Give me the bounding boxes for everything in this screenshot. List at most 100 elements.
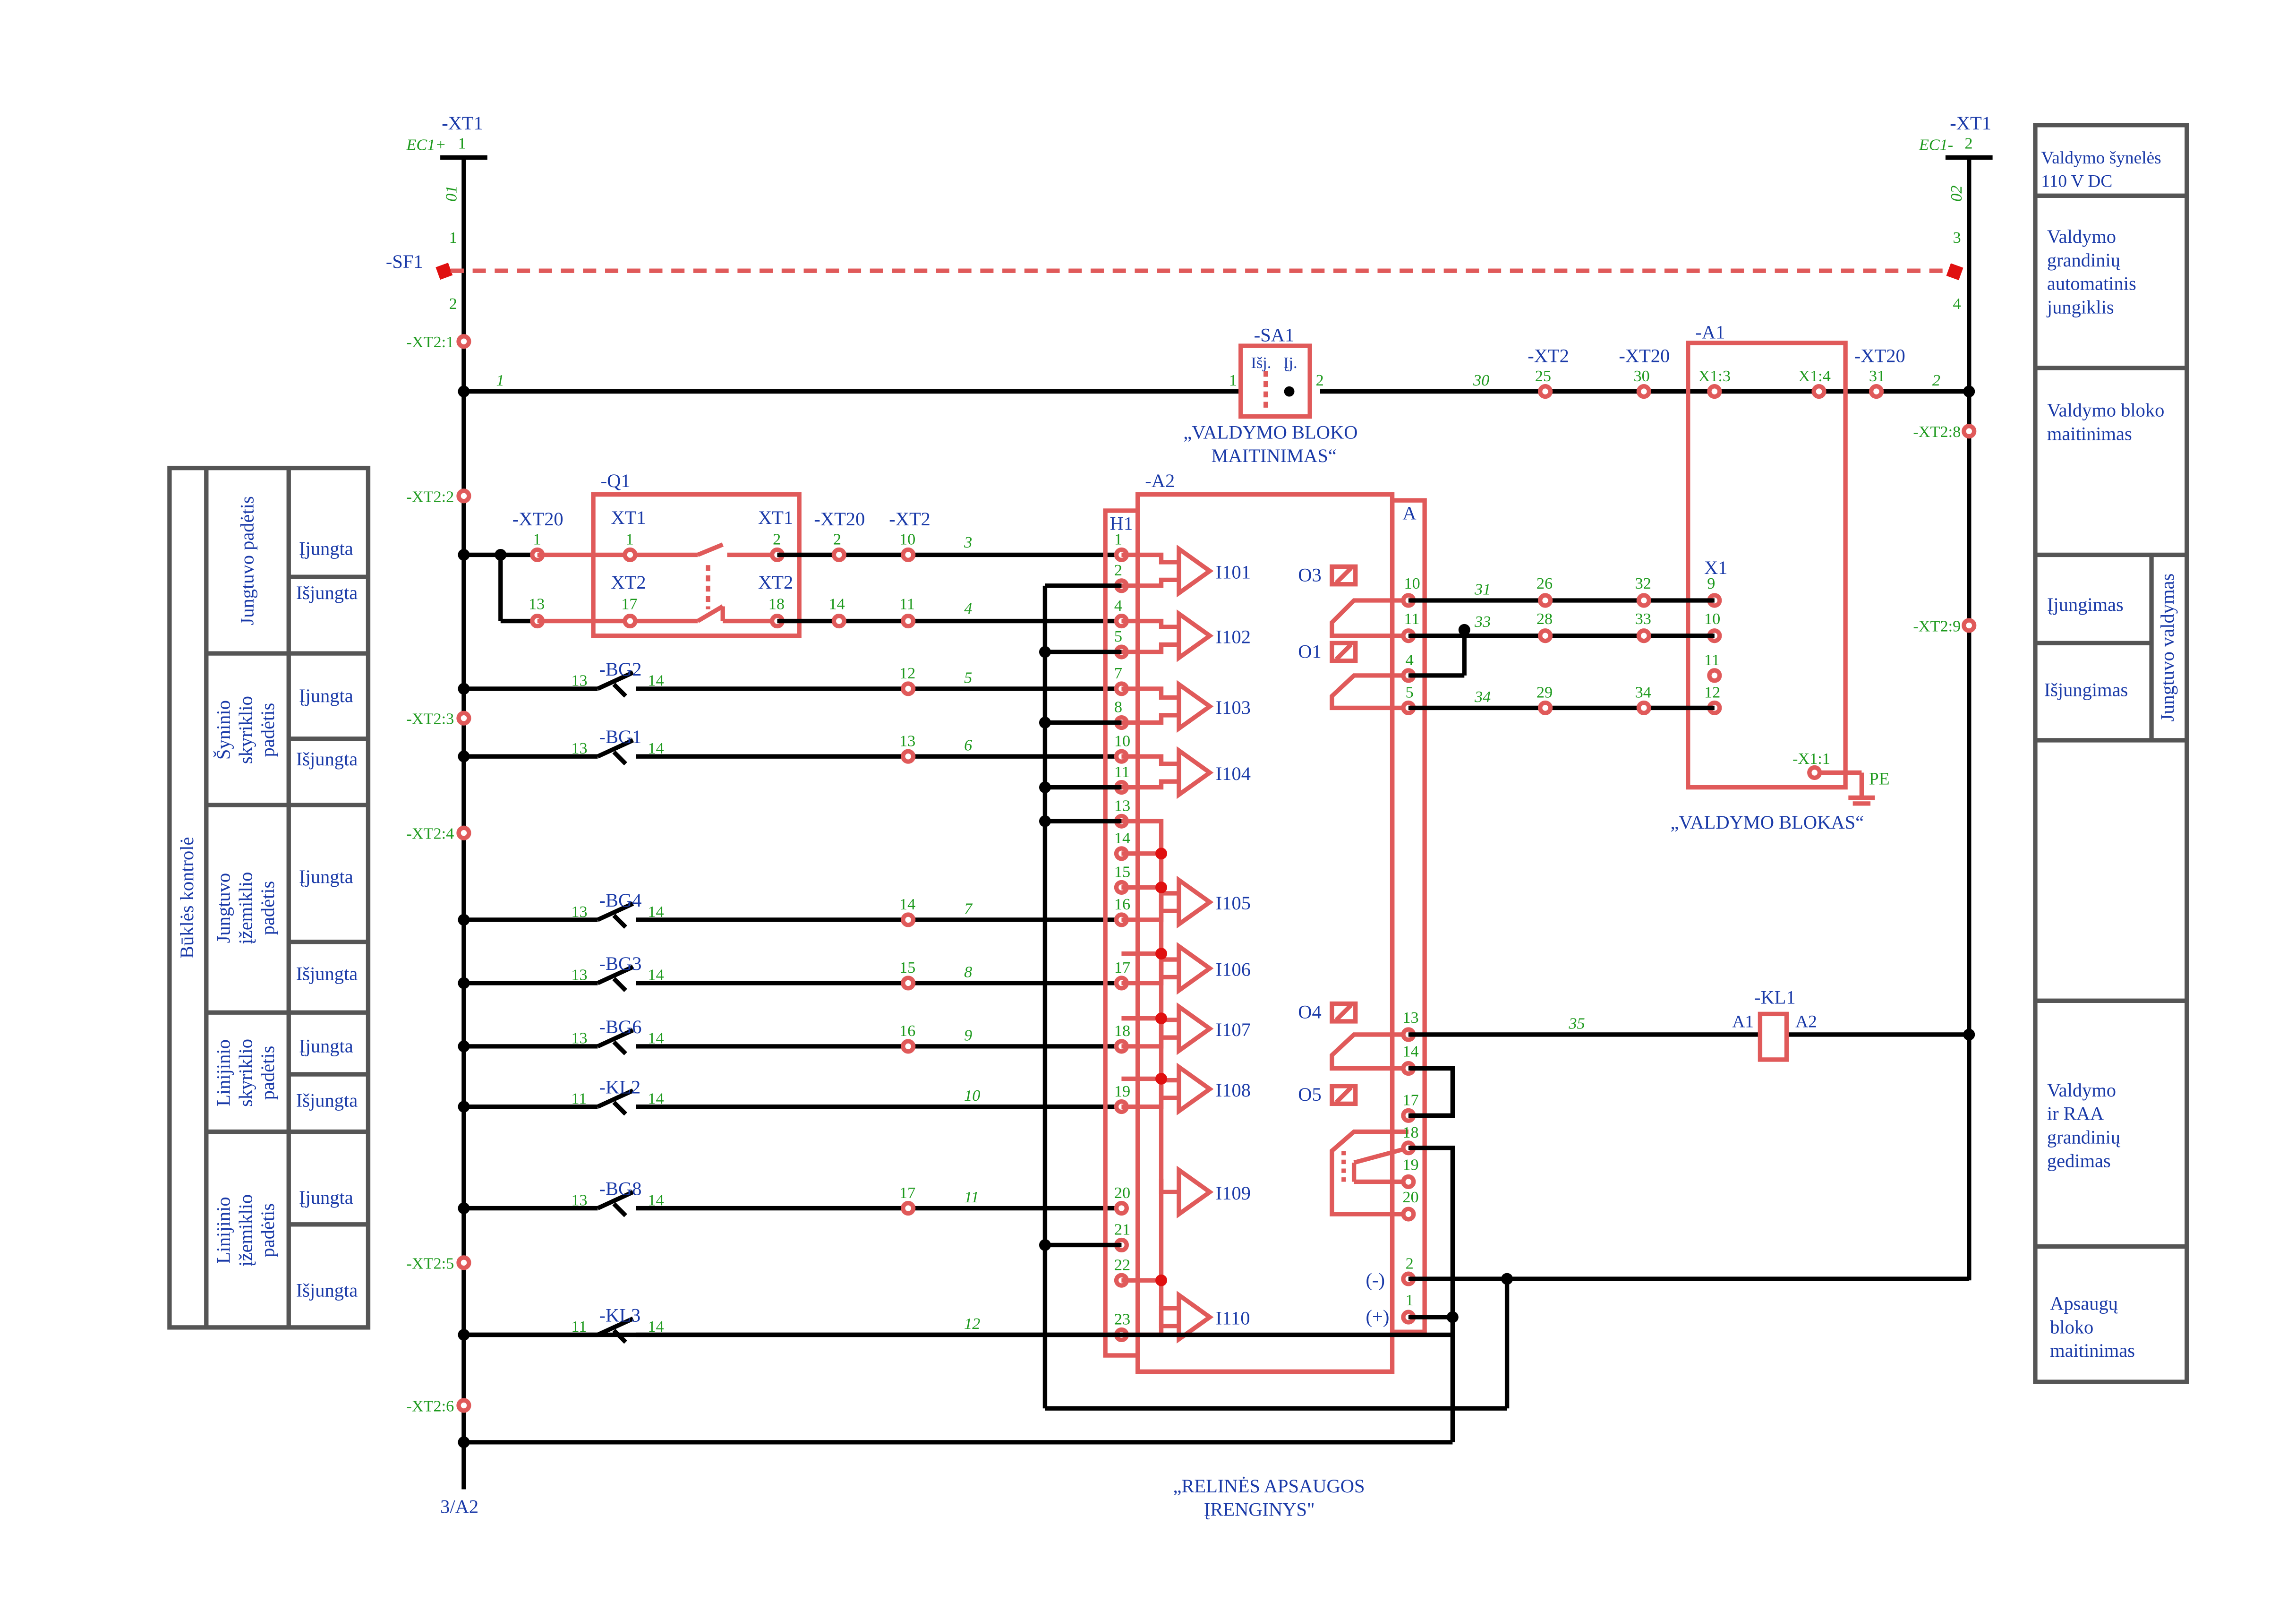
- contact-blade: [597, 1316, 634, 1337]
- svg-text:10: 10: [1704, 610, 1720, 628]
- terminal-circle: [901, 1200, 916, 1216]
- svg-text:O4: O4: [1298, 1002, 1321, 1023]
- svg-text:Apsaugų: Apsaugų: [2050, 1293, 2118, 1314]
- xt2-4-label: -XT2:4: [406, 825, 454, 843]
- contact-pin-b: 14: [648, 966, 664, 984]
- input-label: I108: [1216, 1079, 1251, 1101]
- wire-number: 8: [964, 963, 972, 981]
- q1-label: -Q1: [601, 470, 631, 491]
- svg-text:11: 11: [1404, 610, 1420, 628]
- sf1-pin2: 2: [449, 295, 457, 313]
- a1-caption: „VALDYMO BLOKAS“: [1670, 812, 1864, 833]
- rail-junction-dot: [458, 1040, 470, 1053]
- svg-text:3: 3: [964, 533, 972, 551]
- sf1-pin1: 1: [449, 229, 457, 247]
- xt2-2-label: -XT2:2: [406, 488, 454, 505]
- contact-mark: [612, 914, 627, 929]
- sf1-pin3: 3: [1953, 229, 1961, 247]
- svg-text:A1: A1: [1732, 1012, 1754, 1031]
- contact-blade: [597, 965, 634, 985]
- svg-text:2: 2: [1316, 371, 1324, 389]
- svg-text:5: 5: [1406, 684, 1414, 702]
- input-label: I104: [1216, 763, 1251, 784]
- svg-text:XT1: XT1: [611, 507, 646, 528]
- input-i103: I103: [1121, 680, 1251, 733]
- svg-text:-XT20: -XT20: [1619, 345, 1670, 366]
- svg-text:jungiklis: jungiklis: [2046, 297, 2114, 318]
- svg-text:maitinimas: maitinimas: [2050, 1340, 2135, 1361]
- contact-blade: [597, 738, 634, 759]
- svg-text:4: 4: [964, 599, 972, 617]
- input-i101: I101: [1121, 544, 1251, 598]
- terminal-circle: [901, 681, 916, 696]
- svg-text:XT2: XT2: [611, 572, 646, 593]
- svg-text:Valdymo: Valdymo: [2047, 1079, 2116, 1101]
- contact-blade: [597, 1088, 634, 1109]
- input-arrow: [1177, 680, 1214, 733]
- input-lead-b: [1121, 713, 1179, 725]
- terminal-number: 13: [899, 732, 915, 750]
- input-lead-a: [1121, 552, 1179, 565]
- contact-pin-b: 14: [648, 1089, 664, 1107]
- svg-text:O5: O5: [1298, 1084, 1321, 1105]
- input-label: I109: [1216, 1182, 1251, 1204]
- contact-pin-b: 14: [648, 903, 664, 921]
- sf1-right-actuator: [1946, 263, 1963, 281]
- contact-pin-a: 11: [571, 1089, 587, 1107]
- input-lead-a: [1121, 686, 1179, 700]
- input-label: I103: [1216, 697, 1251, 718]
- sa1-caption-2: MAITINIMAS“: [1211, 445, 1336, 466]
- svg-text:Valdymo bloko: Valdymo bloko: [2047, 400, 2165, 421]
- group-line-earthing: Linijinio įžemiklio padėtis: [213, 1194, 278, 1267]
- wire-number: 9: [964, 1026, 972, 1044]
- svg-text:34: 34: [1474, 688, 1491, 706]
- terminal-number: 12: [899, 664, 915, 682]
- rail-junction-dot: [458, 914, 470, 926]
- svg-text:Valdymo: Valdymo: [2047, 226, 2116, 247]
- terminal-circle: [901, 1039, 916, 1054]
- svg-text:Išj.: Išj.: [1251, 354, 1272, 372]
- left-rail: -XT1 1 EC1+ 01 -SF1 1 2: [386, 112, 1952, 1490]
- svg-text:17: 17: [621, 595, 637, 613]
- svg-text:2: 2: [833, 531, 841, 548]
- wire-number: 6: [964, 736, 972, 754]
- svg-text:Įj.: Įj.: [1283, 354, 1297, 372]
- svg-text:(+): (+): [1366, 1306, 1390, 1327]
- contact-label: -BG8: [599, 1178, 642, 1199]
- svg-text:A2: A2: [1795, 1012, 1817, 1031]
- svg-text:10: 10: [1404, 574, 1420, 592]
- input-lead-b: [1121, 779, 1179, 790]
- svg-text:2: 2: [1932, 371, 1940, 389]
- h1-pin-number: 22: [1114, 1256, 1130, 1274]
- svg-text:11: 11: [899, 595, 915, 613]
- contact-pin-a: 13: [571, 966, 587, 984]
- svg-text:33: 33: [1474, 613, 1491, 631]
- svg-text:Išjungta: Išjungta: [296, 1090, 358, 1111]
- contact-mark: [612, 1100, 627, 1116]
- rail-junction-dot: [458, 1101, 470, 1113]
- contact-pin-b: 14: [648, 672, 664, 690]
- svg-text:įžemiklio: įžemiklio: [235, 872, 256, 944]
- svg-text:Įjungta: Įjungta: [299, 685, 353, 706]
- input-i109: I109: [1159, 1165, 1251, 1219]
- svg-text:10: 10: [899, 531, 915, 548]
- input-lead-a: [1121, 618, 1179, 629]
- svg-text:Jungtuvo: Jungtuvo: [213, 873, 234, 943]
- contact-mark: [612, 1040, 627, 1055]
- svg-text:Įjungta: Įjungta: [299, 1187, 353, 1208]
- svg-text:31: 31: [1474, 581, 1491, 599]
- h1-pin-number: 4: [1114, 597, 1122, 615]
- sa1-label: -SA1: [1254, 325, 1294, 346]
- input-label: I101: [1216, 561, 1251, 582]
- svg-text:H1: H1: [1110, 513, 1133, 534]
- svg-text:Išjungta: Išjungta: [296, 963, 358, 985]
- wire-02-label: 02: [1947, 186, 1965, 202]
- input-arrow: [1177, 875, 1214, 929]
- input-arrow: [1177, 1291, 1214, 1344]
- h1-pin-20: [1114, 1200, 1129, 1216]
- h1-pin-number: 20: [1114, 1184, 1130, 1202]
- wire-number: 7: [964, 900, 973, 918]
- rt-row1-line2: 110 V DC: [2041, 172, 2112, 191]
- svg-text:bloko: bloko: [2050, 1316, 2093, 1337]
